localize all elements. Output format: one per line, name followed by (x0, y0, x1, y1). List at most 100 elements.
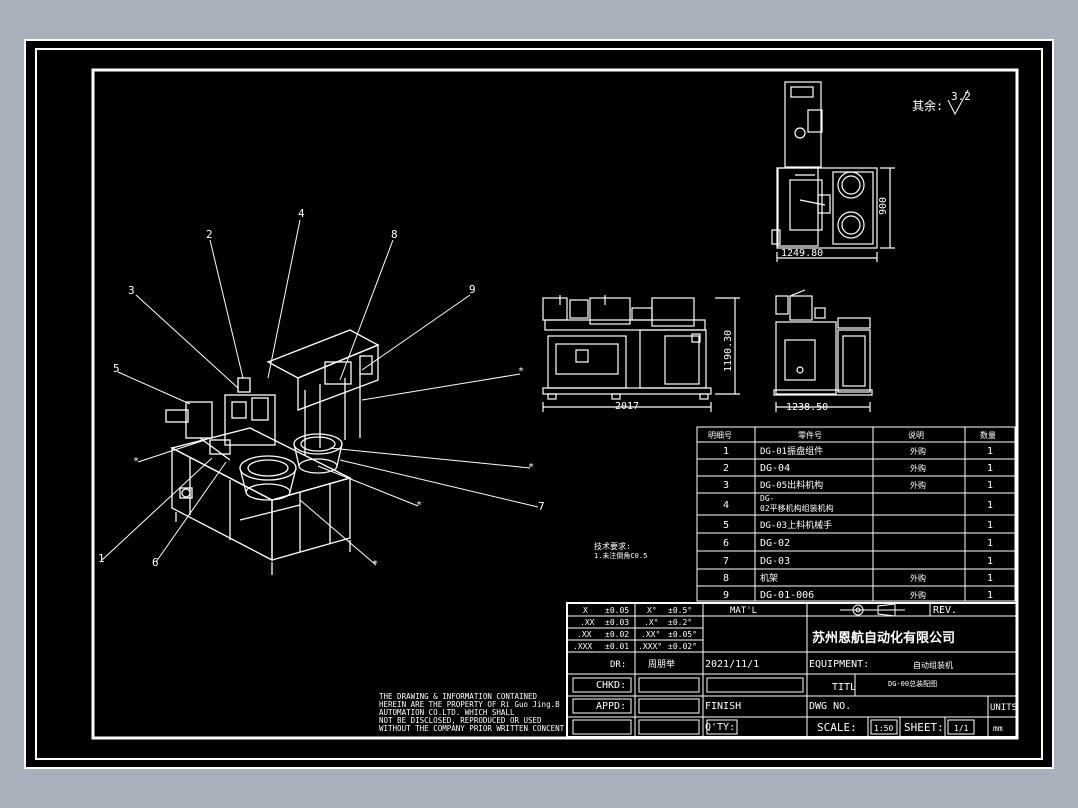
bom-row-3-qty: 1 (987, 480, 993, 491)
bom-row-3-part: DG-05出料机构 (760, 479, 823, 491)
bom-row-9-no: 9 (723, 590, 729, 601)
bom-header-no: 明细号 (708, 430, 732, 440)
title-block: X ±0.05 X° ±0.5° .XX ±0.03 .X° ±0.2° .XX… (566, 602, 1018, 738)
tol-3b: ±0.02 (605, 630, 629, 639)
tol-4c: .XXX° (638, 642, 662, 651)
bom-row-7-part: DG-03 (760, 556, 790, 567)
surface-finish-value: 3.2 (951, 90, 971, 103)
bom-row-8-qty: 1 (987, 573, 993, 584)
disclaimer-line-4: NOT BE DISCLOSED, REPRODUCED OR USED (379, 716, 542, 725)
units-value: mm (993, 724, 1003, 733)
tol-3d: ±0.05° (668, 630, 697, 639)
bom-row-3-no: 3 (723, 480, 729, 491)
sheet-value: 1/1 (954, 724, 969, 733)
balloon-3: 3 (128, 284, 135, 297)
balloon-6: 6 (152, 556, 159, 569)
dim-top-width: 1249.80 (781, 248, 823, 259)
sheet-border (35, 48, 1043, 760)
bom-row-1-part: DG-01振盘组件 (760, 445, 823, 457)
balloon-star-a: * (518, 366, 524, 377)
company-name: 苏州恩航自动化有限公司 (812, 630, 955, 646)
bom-row-2-no: 2 (723, 463, 729, 474)
dr-label: DR: (610, 660, 626, 670)
tol-4d: ±0.02° (668, 642, 697, 651)
tol-4a: .XXX (573, 642, 592, 651)
tol-2d: ±0.2° (668, 618, 692, 627)
bom-row-9-qty: 1 (987, 590, 993, 601)
leader-lines (101, 219, 539, 566)
bom-row-1-note: 外购 (910, 446, 926, 456)
bom-row-8-note: 外购 (910, 573, 926, 583)
title-label: TITL (832, 682, 856, 693)
dim-front-height: 1190.30 (723, 330, 734, 372)
appd-label: APPD: (596, 701, 626, 712)
side-view (773, 289, 873, 412)
tech-req-line: 1.未注倒角C0.5 (594, 551, 647, 560)
bom-row-1-qty: 1 (987, 446, 993, 457)
scale-value: 1:50 (874, 724, 893, 733)
bom-row-4-no: 4 (723, 500, 729, 511)
front-view (542, 295, 740, 412)
tol-2b: ±0.03 (605, 618, 629, 627)
top-view (771, 81, 895, 262)
tol-1d: ±0.5° (668, 606, 692, 615)
chkd-label: CHKD: (596, 680, 626, 691)
bom-table: 明细号 零件号 说明 数量 1 DG-01振盘组件 外购 1 2 DG-04 外… (696, 426, 1016, 602)
bom-row-7-no: 7 (723, 556, 729, 567)
tech-req-title: 技术要求: (594, 541, 631, 551)
bom-row-3-note: 外购 (910, 480, 926, 490)
balloon-9: 9 (469, 283, 476, 296)
qty-label: Q'TY: (705, 722, 735, 733)
bom-row-5-qty: 1 (987, 520, 993, 531)
disclaimer: THE DRAWING & INFORMATION CONTAINED HERE… (379, 692, 569, 733)
bom-row-5-part: DG-03上料机械手 (760, 519, 832, 531)
equipment-label: EQUIPMENT: (809, 659, 869, 670)
bom-row-2-part: DG-04 (760, 463, 790, 474)
disclaimer-line-3: AUTOMATION CO.LTD. WHICH SHALL (379, 708, 515, 717)
balloon-2: 2 (206, 228, 213, 241)
tol-1b: ±0.05 (605, 606, 629, 615)
surface-finish-icon (947, 89, 969, 116)
bom-header-part: 零件号 (798, 430, 822, 440)
bom-row-8-part: 机架 (760, 572, 778, 584)
bom-row-9-note: 外购 (910, 590, 926, 600)
balloon-7: 7 (538, 500, 545, 513)
surface-finish-label: 其余: (912, 98, 943, 113)
balloon-star-d: * (416, 500, 422, 511)
date-value: 2021/11/1 (705, 659, 759, 670)
tol-1c: X° (647, 606, 657, 615)
bom-row-6-qty: 1 (987, 538, 993, 549)
bom-row-4-part: DG-02平移机构组装机构 (760, 494, 834, 513)
tol-1a: X (583, 606, 588, 615)
bom-header-qty: 数量 (980, 430, 996, 440)
balloon-star-e: * (372, 559, 378, 570)
bom-row-6-no: 6 (723, 538, 729, 549)
disclaimer-line-1: THE DRAWING & INFORMATION CONTAINED (379, 692, 538, 701)
bom-row-7-qty: 1 (987, 556, 993, 567)
bom-row-9-part: DG-01-006 (760, 590, 814, 601)
tol-4b: ±0.01 (605, 642, 629, 651)
sheet-label: SHEET: (904, 721, 944, 734)
projection-symbol-icon (840, 603, 905, 617)
sheet-outer-frame (24, 39, 1054, 769)
tol-3c: .XX° (641, 630, 660, 639)
scale-label: SCALE: (817, 721, 857, 734)
balloon-star-c: * (528, 462, 534, 473)
equipment-value: 自动组装机 (913, 660, 953, 670)
bom-row-2-qty: 1 (987, 463, 993, 474)
dim-front-width: 2017 (615, 401, 639, 412)
bom-row-4-qty: 1 (987, 500, 993, 511)
bom-row-8-no: 8 (723, 573, 729, 584)
dr-value: 周朋举 (648, 658, 675, 670)
bom-row-5-no: 5 (723, 520, 729, 531)
bom-row-2-note: 外购 (910, 463, 926, 473)
isometric-view (165, 329, 380, 575)
balloon-5: 5 (113, 362, 120, 375)
dim-top-height: 900 (878, 197, 889, 215)
dim-side-width: 1238.50 (786, 402, 828, 413)
dwg-no-label: DWG NO. (809, 701, 851, 712)
tol-2a: .XX (580, 618, 595, 627)
disclaimer-line-5: WITHOUT THE COMPANY PRIOR WRITTEN CONCEN… (379, 724, 569, 733)
bom-row-6-part: DG-02 (760, 538, 790, 549)
